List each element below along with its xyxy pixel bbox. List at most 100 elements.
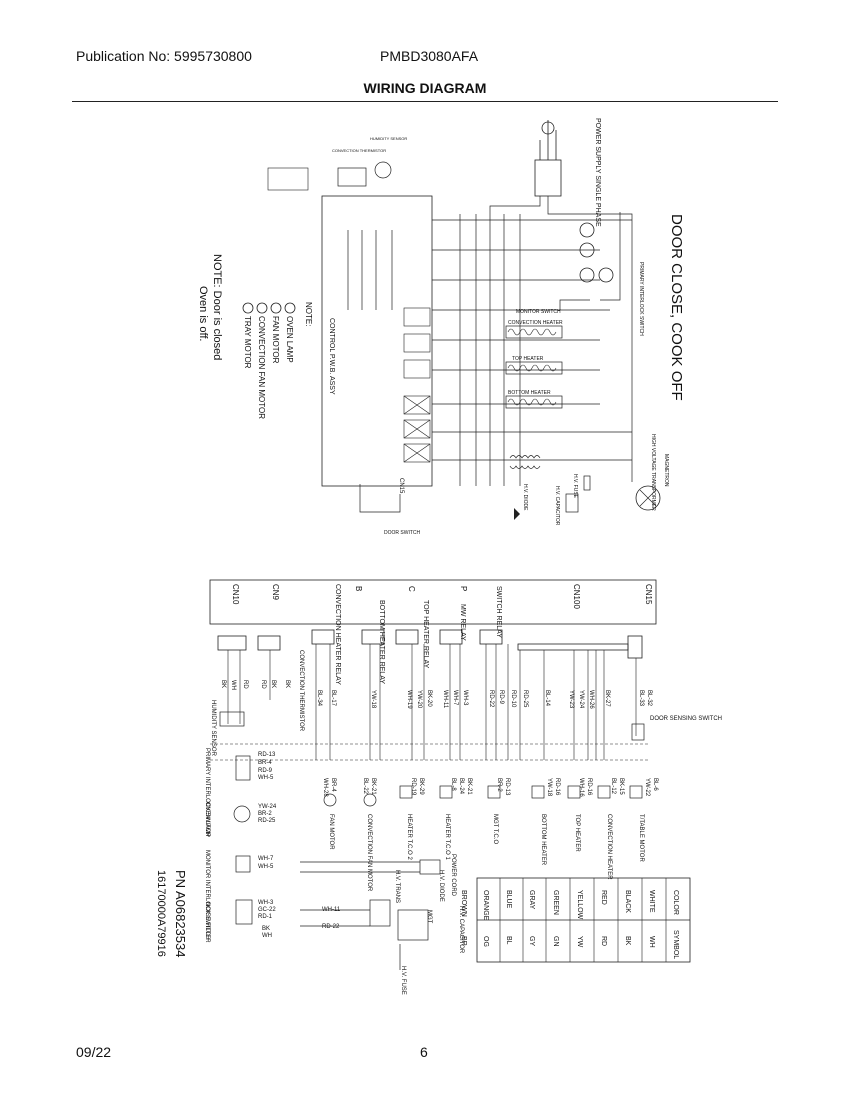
- svg-text:RD-10: RD-10: [510, 690, 516, 708]
- svg-text:RD-16: RD-16: [554, 778, 560, 796]
- svg-text:RD: RD: [242, 680, 248, 689]
- hv-fuse-icon: [583, 475, 591, 491]
- hv-transformer: [509, 455, 541, 469]
- svg-text:BL-22: BL-22: [362, 778, 368, 795]
- svg-text:RD-13: RD-13: [504, 778, 510, 796]
- control-board-label: CONTROL P.W.B. ASSY: [328, 318, 335, 395]
- svg-text:NOISE FILTER: NOISE FILTER: [204, 902, 210, 943]
- right-wire-labels: BL-6 YW-22 BK-15 BL-12 RD-16 WH-16 RD-16…: [258, 752, 658, 939]
- svg-text:RD-9: RD-9: [498, 690, 504, 705]
- svg-text:BL-6: BL-6: [652, 778, 658, 791]
- bottom-wiring: [210, 644, 650, 761]
- svg-text:ORANGE: ORANGE: [482, 890, 489, 921]
- svg-text:WH-26: WH-26: [588, 690, 594, 709]
- mw-relay-label: MW RELAY: [459, 604, 466, 641]
- svg-text:BL-8: BL-8: [450, 778, 456, 791]
- svg-text:WH-5: WH-5: [258, 775, 274, 781]
- svg-text:RD-19: RD-19: [410, 778, 416, 796]
- svg-text:CONVECTION HEATER: CONVECTION HEATER: [606, 814, 612, 880]
- board-outline-bottom: [209, 579, 657, 625]
- svg-text:BK: BK: [262, 926, 270, 932]
- svg-text:RD-25: RD-25: [258, 818, 276, 824]
- page-number: 6: [420, 1044, 428, 1060]
- oven-lamp-symbol: [579, 222, 595, 238]
- cn100-label: CN100: [572, 584, 581, 609]
- svg-text:GY: GY: [528, 936, 535, 946]
- svg-text:WH-28: WH-28: [322, 778, 328, 797]
- relay-letter-p: P: [459, 586, 468, 591]
- symbol-legend: OVEN LAMP FAN MOTOR CONVECTION FAN MOTOR…: [242, 302, 296, 419]
- svg-text:RD: RD: [260, 680, 266, 689]
- svg-text:YW-24: YW-24: [578, 690, 584, 709]
- convection-fan-motor-icon: [256, 302, 268, 314]
- convection-heater-relay-label: CONVECTION HEATER RELAY: [334, 584, 341, 685]
- svg-text:GN: GN: [552, 936, 559, 947]
- humidity-sensor-bottom-label: HUMIDITY SENSOR: [210, 700, 216, 757]
- legend-tray-motor: TRAY MOTOR: [243, 316, 252, 369]
- part-number-2: 16170000A79916: [155, 870, 167, 957]
- svg-text:WH-5: WH-5: [258, 864, 274, 870]
- svg-text:RD: RD: [600, 936, 607, 946]
- legend-oven-lamp: OVEN LAMP: [285, 316, 294, 363]
- cn15-label: CN15: [644, 584, 653, 605]
- svg-text:H.V. CAPACITOR: H.V. CAPACITOR: [458, 906, 464, 954]
- svg-text:WH-19: WH-19: [406, 690, 412, 709]
- svg-text:BROWN: BROWN: [460, 890, 467, 917]
- svg-text:WH-7: WH-7: [258, 856, 274, 862]
- svg-text:BL: BL: [505, 936, 512, 945]
- door-sensing-switch-label: DOOR SENSING SWITCH: [650, 716, 722, 722]
- hv-diode-label: H.V. DIODE: [522, 484, 528, 511]
- wiring-lines: [347, 196, 633, 513]
- svg-text:BL-24: BL-24: [458, 778, 464, 795]
- page-title: WIRING DIAGRAM: [363, 80, 487, 96]
- svg-text:BL-33: BL-33: [638, 690, 644, 707]
- footer-date: 09/22: [76, 1044, 112, 1060]
- magnetron-label: MAGNETRON: [663, 454, 669, 487]
- motor-symbols: [579, 222, 614, 283]
- note-title: NOTE:: [304, 302, 313, 326]
- svg-text:HEATER T.C.O 1: HEATER T.C.O 1: [444, 814, 450, 860]
- right-components: T/TABLE MOTOR CONVECTION HEATER TOP HEAT…: [204, 748, 644, 995]
- svg-text:GC-22: GC-22: [258, 907, 276, 913]
- svg-text:BLUE: BLUE: [505, 890, 512, 909]
- board-relays: [403, 307, 431, 463]
- cn9-label: CN9: [271, 584, 280, 601]
- svg-text:COLOR: COLOR: [672, 890, 679, 915]
- cn15-top-label: CN15: [398, 478, 404, 494]
- svg-text:GREEN: GREEN: [552, 890, 559, 915]
- svg-text:RD-9: RD-9: [258, 768, 273, 774]
- humidity-sensor-label: HUMIDITY SENSOR: [370, 136, 407, 141]
- svg-text:WH-16: WH-16: [578, 778, 584, 797]
- svg-text:TOP HEATER: TOP HEATER: [574, 814, 580, 852]
- tray-motor-symbol: [579, 267, 595, 283]
- door-close-heading: DOOR CLOSE, COOK OFF: [668, 214, 685, 401]
- humidity-sensor-icon: [374, 161, 392, 179]
- svg-text:BR-4: BR-4: [330, 778, 336, 792]
- svg-text:FAN MOTOR: FAN MOTOR: [328, 814, 334, 850]
- switch-relay-label: SWITCH RELAY: [495, 586, 502, 638]
- svg-text:RD-13: RD-13: [258, 752, 276, 758]
- bottom-heater-label: BOTTOM HEATER: [508, 390, 551, 396]
- relay-letter-b: B: [354, 586, 363, 591]
- magnetron-icon: [635, 485, 661, 511]
- top-schematic: DOOR CLOSE, COOK OFF NOTE: Door is close…: [197, 118, 685, 536]
- bottom-heater-relay-label: BOTTOM HEATER RELAY: [378, 600, 385, 684]
- cn10-label: CN10: [231, 584, 240, 605]
- oven-lamp-icon: [284, 302, 296, 314]
- svg-text:RD-16: RD-16: [586, 778, 592, 796]
- power-cord: [539, 120, 557, 160]
- note-line-2: Oven is off.: [197, 286, 209, 341]
- hv-transformer-label: HIGH VOLTAGE TRANSFORMER: [650, 434, 656, 511]
- svg-text:BK-21: BK-21: [466, 778, 472, 795]
- connector-pins: [217, 629, 643, 659]
- svg-text:YW-18: YW-18: [370, 690, 376, 709]
- svg-text:BL-14: BL-14: [544, 690, 550, 707]
- svg-text:BL-32: BL-32: [646, 690, 652, 707]
- power-supply-label: POWER SUPPLY SINGLE PHASE: [594, 118, 601, 227]
- svg-text:WH: WH: [648, 936, 655, 948]
- bottom-schematic: CN15 CN100 CN9 CN10 SWITCH RELAY P MW RE…: [155, 579, 722, 995]
- wire-labels: BL-32 BL-33 BK-27 WH-26 YW-24 YW-23 BL-1…: [220, 680, 652, 709]
- svg-text:YW-24: YW-24: [258, 804, 277, 810]
- svg-text:BL-34: BL-34: [316, 690, 322, 707]
- svg-text:POWER CORD: POWER CORD: [450, 854, 456, 897]
